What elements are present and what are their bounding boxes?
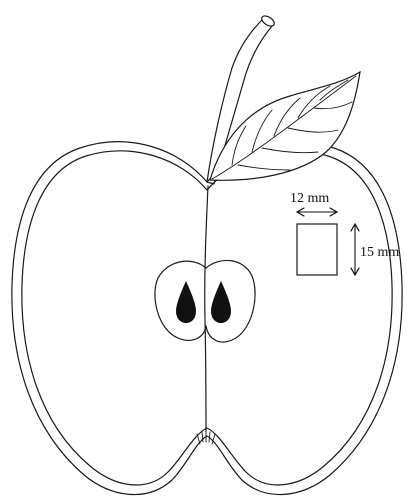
apple-outer-skin [12,142,402,495]
stem-tip [260,14,276,28]
width-label: 12 mm [290,191,329,206]
seed-left [176,281,196,323]
height-label: 15 mm [360,245,399,260]
core-line [205,186,208,432]
sample-rectangle [297,224,337,275]
seed-right [211,281,231,323]
